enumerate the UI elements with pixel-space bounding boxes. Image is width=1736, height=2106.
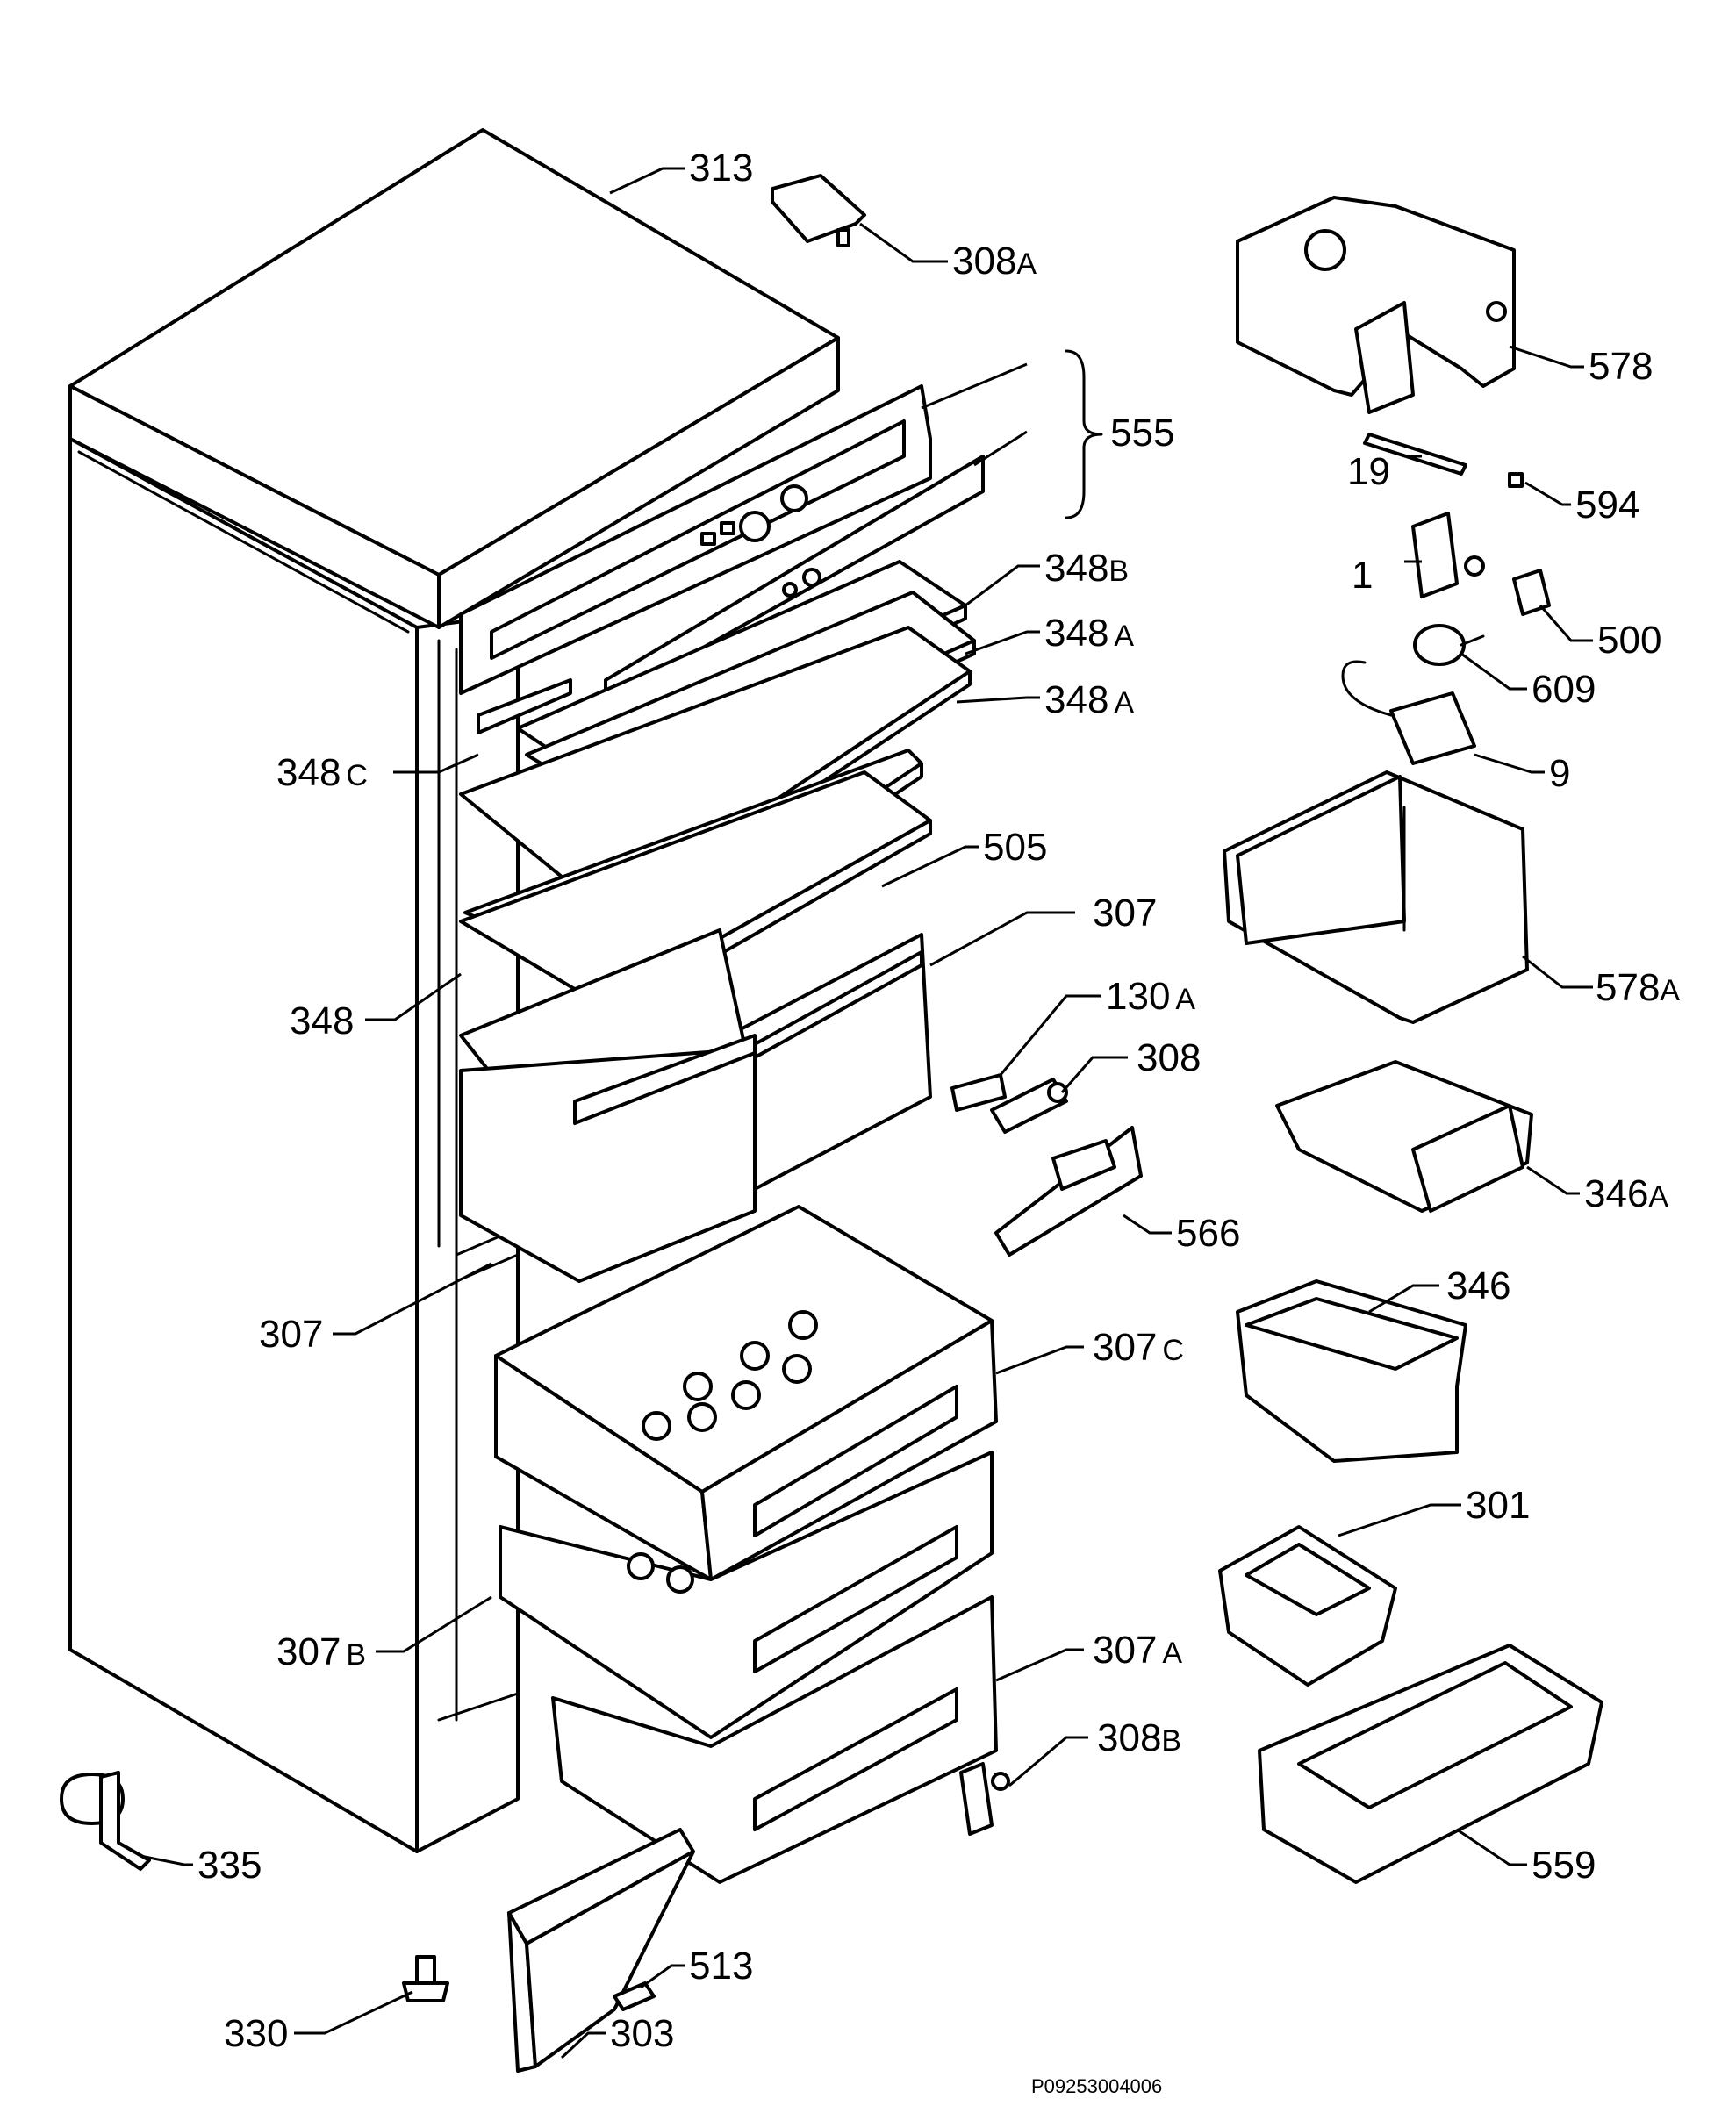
label-301: 301 bbox=[1466, 1484, 1530, 1527]
heater-9 bbox=[1341, 660, 1476, 765]
shelf-strip-348c bbox=[477, 678, 572, 734]
ice-cube-tray-301 bbox=[1218, 1525, 1397, 1687]
tray-holder-578a bbox=[1223, 770, 1529, 1024]
label-19: 19 bbox=[1347, 450, 1390, 493]
handle-566 bbox=[994, 1126, 1143, 1257]
label-559: 559 bbox=[1532, 1844, 1596, 1887]
cover-513 bbox=[613, 1981, 656, 2011]
label-505: 505 bbox=[983, 826, 1047, 869]
label-348: 348 bbox=[290, 999, 354, 1042]
label-348b: 348B bbox=[1044, 547, 1129, 590]
label-609: 609 bbox=[1532, 668, 1596, 711]
kick-plate-303 bbox=[507, 1828, 695, 2073]
label-566: 566 bbox=[1176, 1212, 1240, 1255]
housing-578 bbox=[1236, 196, 1516, 414]
label-308b: 308B bbox=[1097, 1716, 1181, 1759]
thermal-switch-609 bbox=[1413, 624, 1485, 666]
knob-500 bbox=[1512, 569, 1551, 616]
leader-lines bbox=[140, 167, 1593, 2059]
label-307-lower: 307 bbox=[259, 1313, 323, 1356]
lamp-holder-594 bbox=[1508, 472, 1524, 488]
label-308: 308 bbox=[1137, 1036, 1201, 1079]
hinge-335 bbox=[60, 1771, 151, 1871]
control-panel-assembly bbox=[459, 349, 1103, 704]
freezer-drawer-307b bbox=[499, 1451, 994, 1739]
thermostat-1 bbox=[1411, 512, 1485, 598]
label-594: 594 bbox=[1575, 484, 1639, 526]
label-578: 578 bbox=[1589, 345, 1653, 388]
label-513: 513 bbox=[689, 1945, 753, 1988]
label-303: 303 bbox=[610, 2012, 674, 2055]
label-578a: 578A bbox=[1596, 966, 1680, 1009]
ice-tray-346a bbox=[1275, 1060, 1533, 1213]
label-346a: 346A bbox=[1584, 1172, 1668, 1215]
hinge-308 bbox=[990, 1078, 1068, 1134]
label-335: 335 bbox=[197, 1844, 262, 1887]
label-308a: 308A bbox=[952, 240, 1037, 283]
lamp-19 bbox=[1363, 433, 1467, 476]
label-307-upper: 307 bbox=[1093, 892, 1157, 935]
label-9: 9 bbox=[1549, 752, 1570, 795]
drawing-code: P09253004006 bbox=[1031, 2075, 1162, 2097]
label-330: 330 bbox=[224, 2012, 288, 2055]
label-500: 500 bbox=[1597, 619, 1661, 662]
crisper-drawer-307-left bbox=[459, 928, 757, 1283]
cold-accumulator-559 bbox=[1258, 1644, 1603, 1884]
hinge-bracket-308a bbox=[771, 174, 866, 247]
label-313: 313 bbox=[689, 147, 753, 190]
hinge-308b bbox=[959, 1762, 1010, 1836]
freezer-drawer-307c bbox=[494, 1205, 998, 1581]
cover-strip-130a bbox=[950, 1073, 1007, 1112]
freezer-drawer-307a bbox=[551, 1595, 998, 1884]
label-346: 346 bbox=[1446, 1264, 1510, 1307]
cabinet-top-cover bbox=[68, 128, 840, 629]
label-1: 1 bbox=[1352, 554, 1373, 597]
crisper-drawer-307-right bbox=[735, 933, 932, 1191]
label-555: 555 bbox=[1110, 412, 1174, 455]
ice-container-346 bbox=[1236, 1279, 1467, 1463]
